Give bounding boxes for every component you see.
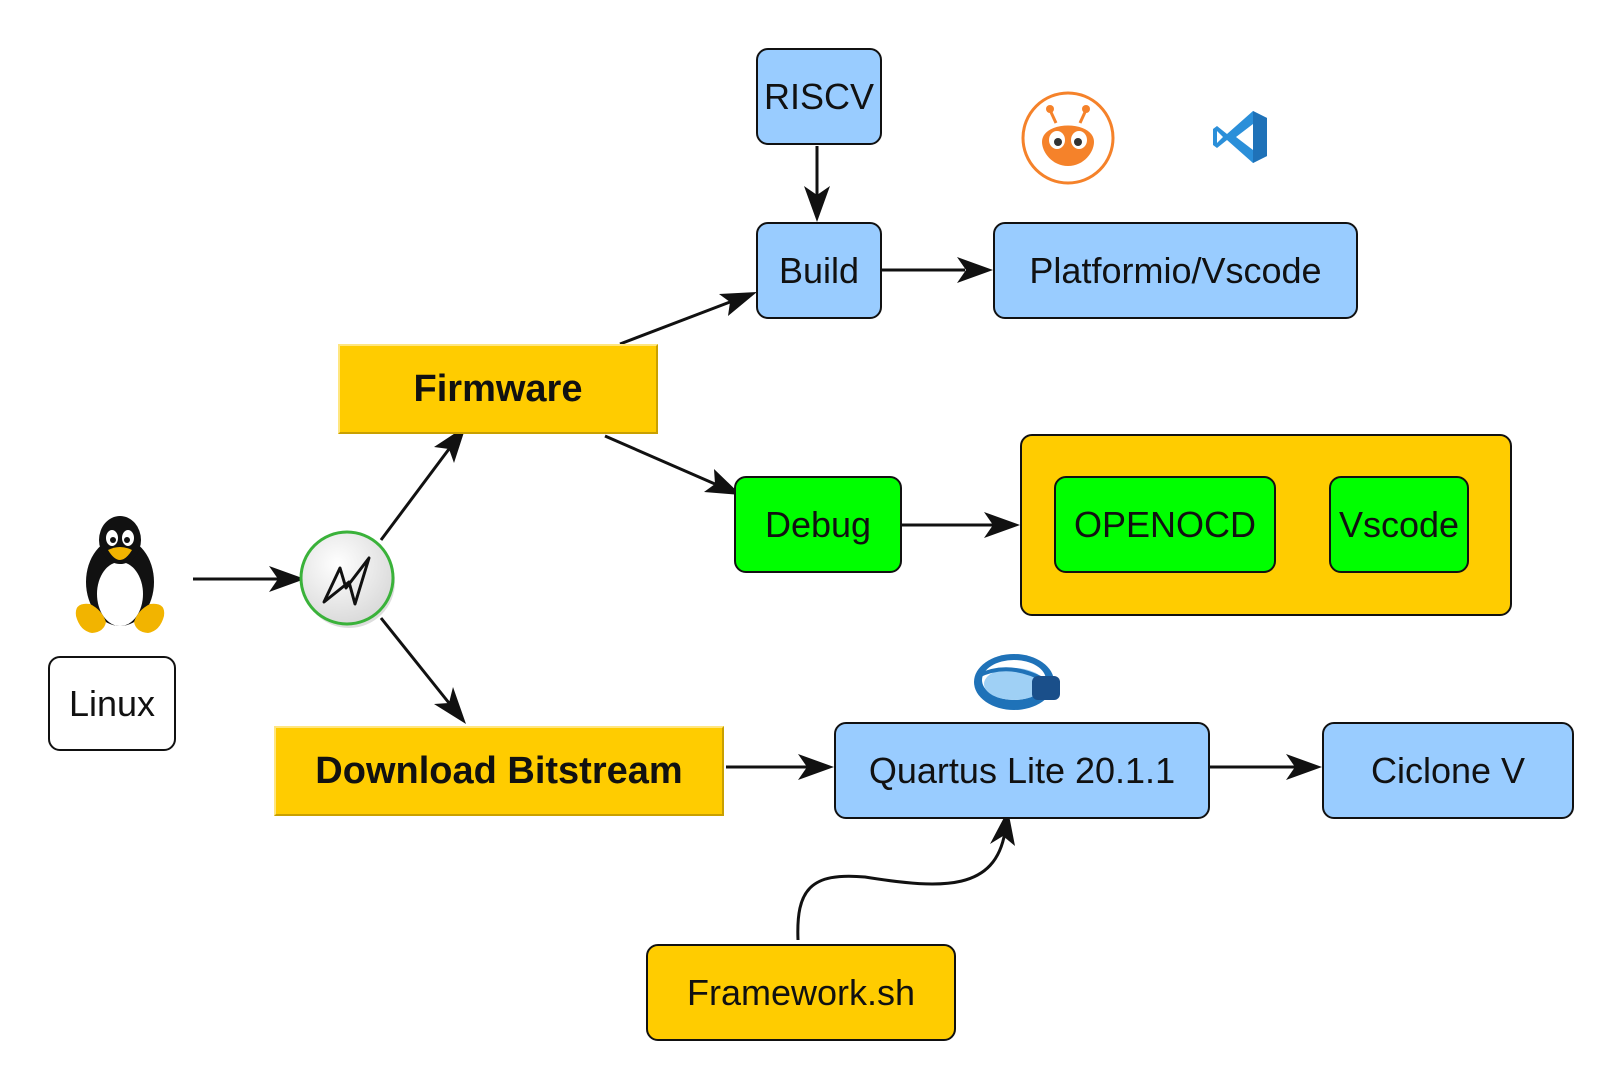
arrowhead [719, 292, 757, 316]
openocd-label: OPENOCD [1073, 503, 1257, 545]
framework-label: Framework.sh [686, 971, 916, 1013]
arrow-firmware-to-debug [604, 434, 716, 486]
quartus-label: Quartus Lite 20.1.1 [868, 749, 1176, 791]
arrowhead [434, 687, 466, 724]
firmware-label: Firmware [413, 367, 583, 410]
quartus-icon [974, 654, 1060, 710]
download-bitstream-label: Download Bitstream [315, 749, 683, 792]
arrow-framework-to-quartus [796, 831, 1007, 941]
platformio-vscode-node: Platformio/Vscode [993, 222, 1358, 319]
riscv-label: RISCV [763, 75, 875, 117]
ciclone-node: Ciclone V [1322, 722, 1574, 819]
vscode-node: Vscode [1329, 476, 1469, 573]
ciclone-label: Ciclone V [1370, 749, 1526, 791]
build-label: Build [778, 249, 860, 291]
arrowhead [704, 469, 741, 495]
riscv-node: RISCV [756, 48, 882, 145]
openocd-node: OPENOCD [1054, 476, 1276, 573]
arrowhead [1286, 754, 1322, 780]
framework-node: Framework.sh [646, 944, 956, 1041]
arrowhead [957, 257, 993, 283]
arrowhead [984, 512, 1020, 538]
arrow-junction-to-bitstream [379, 617, 451, 704]
arrowhead [990, 810, 1015, 846]
arrowhead [269, 566, 305, 592]
build-node: Build [756, 222, 882, 319]
junction-icon [299, 530, 395, 628]
arrowhead [434, 426, 466, 463]
debug-label: Debug [764, 503, 872, 545]
linux-label: Linux [68, 682, 156, 724]
platformio-vscode-label: Platformio/Vscode [1029, 249, 1322, 291]
platformio-icon [1021, 91, 1115, 185]
firmware-banner: Firmware [338, 344, 658, 434]
download-bitstream-banner: Download Bitstream [274, 726, 724, 816]
arrowhead [798, 754, 834, 780]
linux-node: Linux [48, 656, 176, 751]
arrowhead [804, 186, 830, 222]
arrow-firmware-to-build [619, 300, 731, 346]
linux-tux-icon [75, 516, 165, 633]
quartus-node: Quartus Lite 20.1.1 [834, 722, 1210, 819]
debug-node: Debug [734, 476, 902, 573]
arrow-junction-to-firmware [379, 448, 451, 541]
vscode-icon [1213, 111, 1267, 163]
vscode-label: Vscode [1338, 503, 1460, 545]
